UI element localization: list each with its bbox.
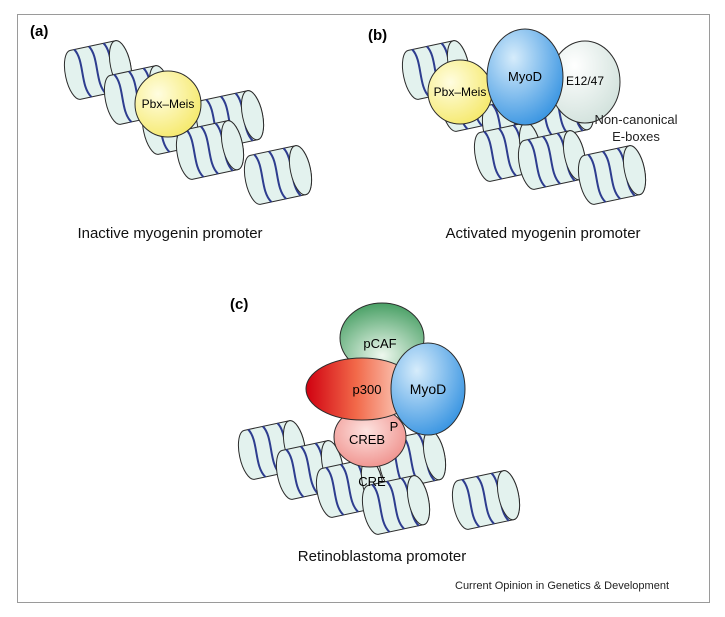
panel-b-caption: Activated myogenin promoter [445, 225, 641, 242]
panel-c-pcaf-label: pCAF [363, 336, 396, 351]
nucleosome [361, 475, 431, 535]
panel-a-label: (a) [30, 23, 49, 40]
panel-c-myod-label: MyoD [410, 381, 447, 397]
panel-c-cre-label: CRE [358, 474, 386, 489]
panel-b-annotation-line2: E-boxes [612, 129, 660, 144]
panel-b-pbx-meis: Pbx–Meis [427, 59, 493, 125]
panel-b-label: (b) [368, 27, 388, 44]
panel-b-e12-47-label: E12/47 [566, 74, 604, 88]
panel-c-creb: CREB P [333, 406, 407, 468]
panel-b-e12-47: E12/47 [549, 40, 621, 124]
panel-a-pbx-meis: Pbx–Meis [134, 70, 202, 138]
nucleosome [577, 145, 647, 205]
panel-b-annotation-line1: Non-canonical [594, 112, 677, 127]
panel-c-label: (c) [230, 296, 249, 313]
panel-c-myod: MyoD [390, 342, 466, 436]
journal-credit: Current Opinion in Genetics & Developmen… [455, 580, 669, 592]
panel-b-myod: MyoD [486, 28, 564, 126]
panel-c-p300: p300 [305, 357, 419, 421]
panel-b-myod-label: MyoD [508, 69, 542, 84]
panel-a-pbx-meis-label: Pbx–Meis [142, 97, 195, 111]
panel-c-caption: Retinoblastoma promoter [297, 548, 467, 565]
panel-b-pbx-meis-label: Pbx–Meis [434, 85, 487, 99]
panel-c-phospho-label: P [390, 419, 399, 434]
nucleosome [243, 145, 313, 205]
nucleosome [451, 470, 521, 530]
figure-frame [17, 14, 710, 603]
panel-a-caption: Inactive myogenin promoter [77, 225, 263, 242]
nucleosome [175, 120, 245, 180]
panel-c-creb-label: CREB [349, 432, 385, 447]
panel-c-p300-label: p300 [353, 382, 382, 397]
